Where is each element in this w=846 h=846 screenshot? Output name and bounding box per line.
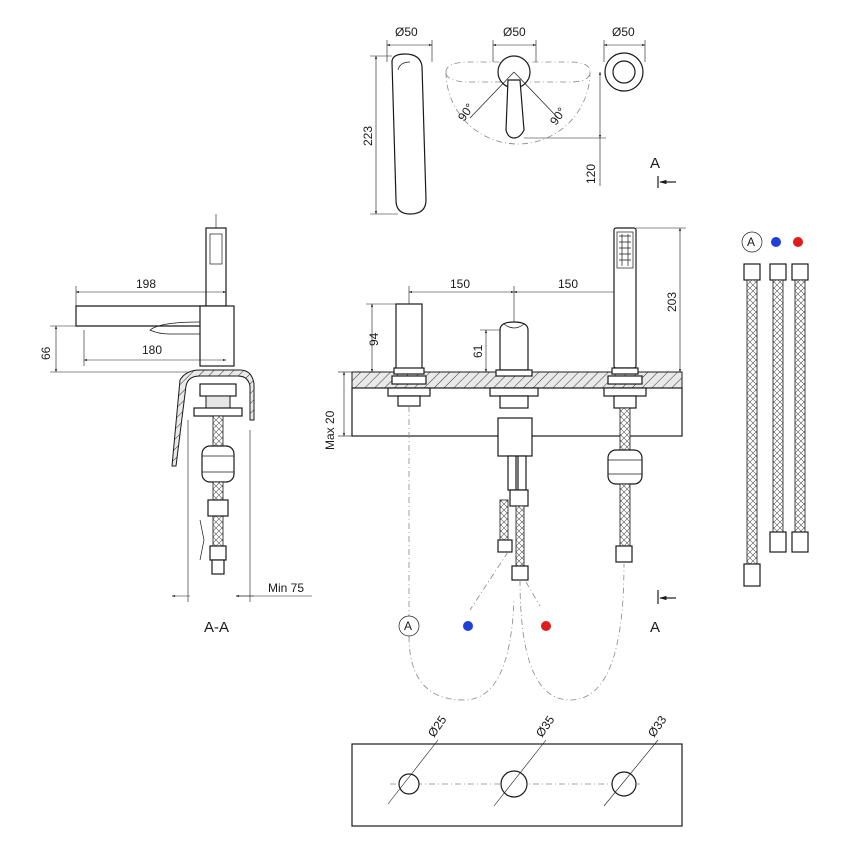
drilling-template: Ø25 Ø35 Ø33 [351, 713, 683, 827]
dim-hole-35: Ø35 [533, 713, 558, 740]
dim-height-61: 61 [471, 344, 485, 358]
hose-cold [769, 263, 787, 553]
legend-cold-dot [771, 237, 781, 247]
section-mark-bottom: A [650, 619, 660, 636]
dim-hole-33: Ø33 [645, 713, 670, 740]
dim-height-203: 203 [665, 292, 679, 312]
dim-height-223: 223 [361, 126, 375, 146]
section-mark-top: A [650, 155, 660, 172]
dim-angle-left: 90° [455, 101, 477, 124]
cold-water-dot [463, 621, 473, 631]
dim-spout-198: 198 [136, 277, 156, 291]
dim-min-75: Min 75 [268, 581, 304, 595]
top-view: Ø50 223 Ø50 90° 90° 120 [361, 25, 676, 215]
dim-spacing-left: 150 [450, 277, 470, 291]
dim-height-94: 94 [367, 332, 381, 346]
centre-mixer [489, 321, 539, 581]
section-view: 198 180 66 Min 75 A-A [39, 214, 312, 636]
hose-set: A [741, 231, 809, 587]
dim-top-diam-2: Ø50 [503, 25, 526, 39]
hole-33 [611, 771, 637, 797]
hole-35 [500, 770, 528, 798]
front-view: Max 20 94 61 [323, 227, 686, 701]
hand-shower [603, 227, 647, 563]
hose-marker-circle [398, 615, 420, 637]
left-valve [387, 303, 431, 407]
dim-top-diam-3: Ø50 [612, 25, 635, 39]
hose-a [743, 263, 761, 587]
dim-height-120: 120 [584, 164, 598, 184]
lever-side-profile [391, 53, 427, 215]
section-view-label: A-A [204, 619, 229, 636]
dim-top-diam-1: Ø50 [395, 25, 418, 39]
hose-legend-marker: A [747, 235, 755, 249]
dim-hole-25: Ø25 [425, 713, 450, 740]
hole-25 [398, 773, 420, 795]
dim-spacing-right: 150 [558, 277, 578, 291]
hose-marker-label: A [404, 619, 412, 633]
hose-hot [791, 263, 809, 553]
dim-spout-180: 180 [142, 343, 162, 357]
dim-height-66: 66 [39, 346, 53, 360]
hot-water-dot [541, 621, 551, 631]
dim-angle-right: 90° [547, 105, 569, 128]
dim-max-20: Max 20 [323, 410, 337, 450]
legend-hot-dot [793, 237, 803, 247]
lever-rotation-view [445, 55, 591, 145]
rosette-top [604, 52, 644, 92]
